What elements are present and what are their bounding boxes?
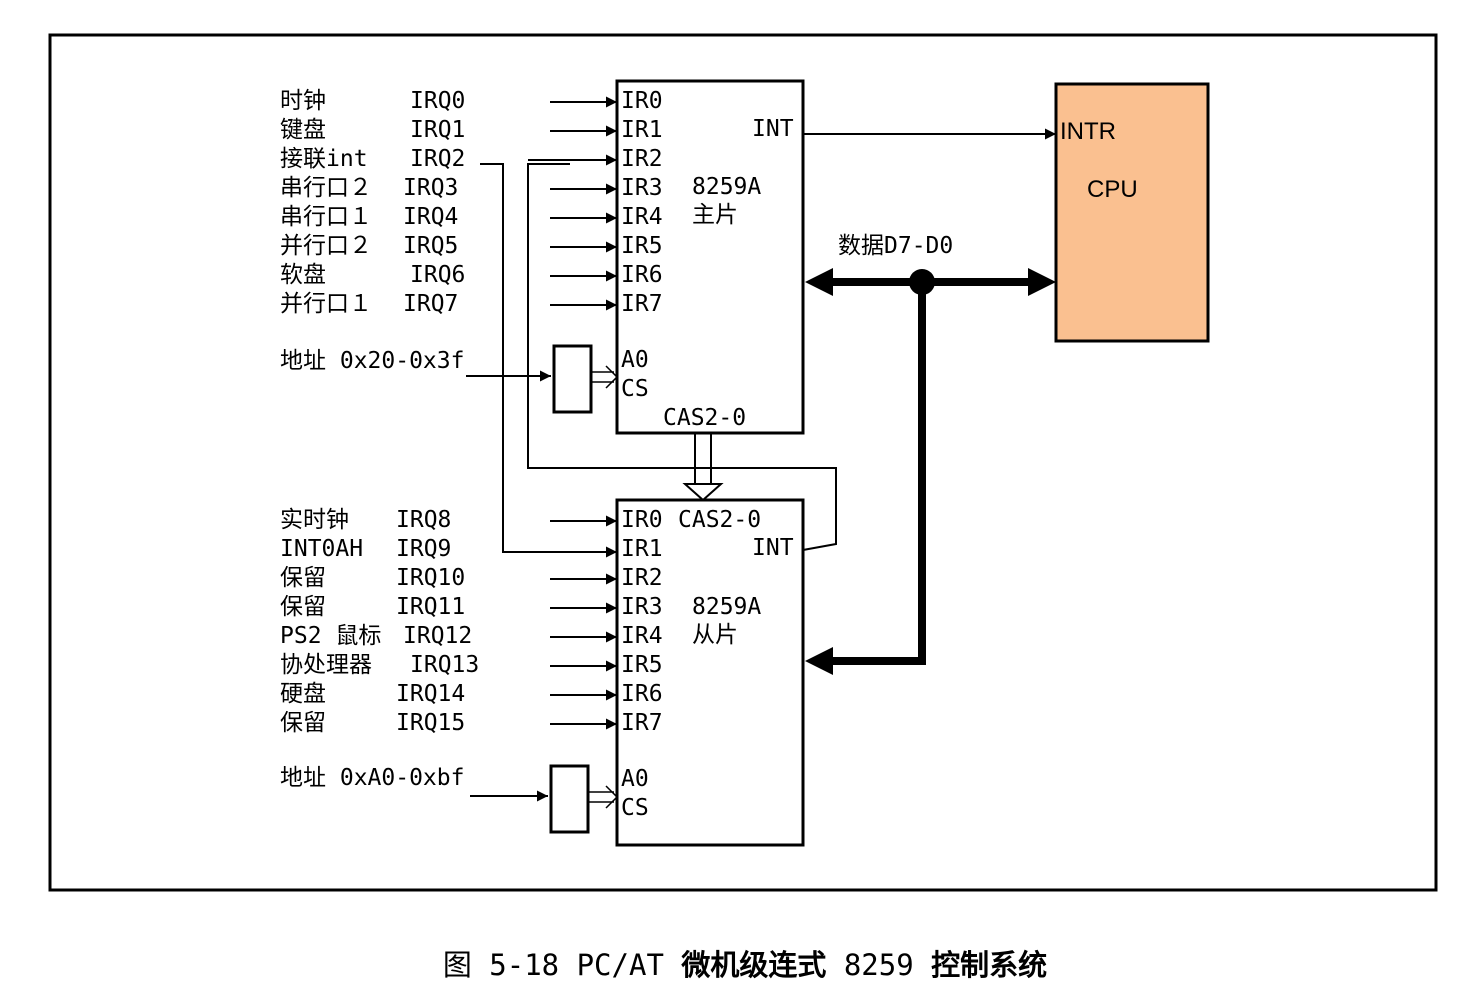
slave-irq-line-0: IRQ8 [396, 507, 451, 533]
cpu-label: CPU [1087, 176, 1138, 203]
master-address-label: 地址 0x20-0x3f [280, 348, 464, 374]
figure-caption: 图 5-18 PC/AT 微机级连式 8259 控制系统 [443, 948, 1047, 982]
master-address-decoder [552, 344, 593, 414]
master-decoder-cs-arrow [591, 365, 619, 389]
master-pin-ir3: IR3 [621, 175, 663, 201]
master-cas-pin: CAS2-0 [663, 405, 746, 431]
master-irq-line-6: IRQ6 [410, 262, 465, 288]
cpu-intr-pin: INTR [1060, 118, 1116, 145]
master-irq-device-6: 软盘 [280, 262, 326, 288]
master-irq-device-4: 串行口１ [280, 204, 372, 230]
slave-irq-device-2: 保留 [280, 565, 326, 591]
slave-irq-line-7: IRQ15 [396, 710, 465, 736]
slave-pin-ir5: IR5 [621, 652, 663, 678]
irq2-to-slave-ir1-line [480, 163, 617, 558]
slave-a0-pin: A0 [621, 766, 649, 792]
slave-irq-line-2: IRQ10 [396, 565, 465, 591]
master-irq-device-2: 接联int [280, 146, 368, 172]
caption-prefix: 图 5-18 PC/AT [443, 948, 682, 982]
caption-num: 8259 [826, 948, 931, 982]
slave-int-pin: INT [752, 535, 794, 561]
slave-pin-ir1: IR1 [621, 536, 663, 562]
slave-irq-device-4: PS2 鼠标 [280, 623, 381, 649]
slave-pin-ir6: IR6 [621, 681, 663, 707]
slave-address-decoder [549, 764, 590, 834]
slave-int-to-master-ir2-line [527, 163, 837, 551]
master-irq-line-1: IRQ1 [410, 117, 465, 143]
master-chip-role: 主片 [692, 202, 738, 228]
master-pin-ir2: IR2 [621, 146, 663, 172]
slave-irq-line-6: IRQ14 [396, 681, 465, 707]
slave-pin-ir4: IR4 [621, 623, 663, 649]
master-pin-ir4: IR4 [621, 204, 663, 230]
slave-cs-pin: CS [621, 795, 649, 821]
slave-irq-device-1: INT0AH [280, 536, 363, 562]
master-pin-ir1: IR1 [621, 117, 663, 143]
slave-irq-device-7: 保留 [280, 710, 326, 736]
master-irq-line-3: IRQ3 [403, 175, 458, 201]
master-pin-ir6: IR6 [621, 262, 663, 288]
data-bus-label: 数据D7-D0 [838, 233, 953, 259]
slave-pin-ir7: IR7 [621, 710, 663, 736]
slave-address-label: 地址 0xA0-0xbf [280, 765, 464, 791]
slave-8259a-chip [615, 498, 805, 847]
cas-cascade-arrow [682, 433, 724, 502]
master-cs-pin: CS [621, 376, 649, 402]
master-irq-arrows [528, 96, 617, 311]
master-pin-ir5: IR5 [621, 233, 663, 259]
slave-pin-ir0: IR0 [621, 507, 663, 533]
master-irq-line-5: IRQ5 [403, 233, 458, 259]
slave-irq-line-1: IRQ9 [396, 536, 451, 562]
outer-frame [48, 33, 1438, 892]
slave-chip-name: 8259A [692, 594, 761, 620]
master-pin-ir0: IR0 [621, 88, 663, 114]
slave-pin-ir2: IR2 [621, 565, 663, 591]
master-irq-line-0: IRQ0 [410, 88, 465, 114]
master-irq-device-1: 键盘 [280, 117, 326, 143]
slave-chip-role: 从片 [692, 622, 738, 648]
master-irq-labels: 时钟 IRQ0 键盘 IRQ1 接联int IRQ2 串行口２ IRQ3 串行口１ IRQ4 并行口… [280, 88, 465, 317]
slave-irq-arrows [550, 515, 617, 730]
master-a0-pin: A0 [621, 347, 649, 373]
master-irq-line-7: IRQ7 [403, 291, 458, 317]
slave-decoder-cs-arrow [588, 785, 619, 809]
caption-bold1: 微机级连式 [680, 948, 826, 982]
slave-irq-line-4: IRQ12 [403, 623, 472, 649]
master-irq-device-3: 串行口２ [280, 175, 372, 201]
master-irq-device-5: 并行口２ [280, 233, 372, 259]
slave-irq-line-3: IRQ11 [396, 594, 465, 620]
caption-bold2: 控制系统 [931, 948, 1047, 982]
slave-cas-pin: CAS2-0 [678, 507, 761, 533]
slave-irq-device-6: 硬盘 [280, 681, 326, 707]
master-chip-name: 8259A [692, 174, 761, 200]
master-pin-ir7: IR7 [621, 291, 663, 317]
master-irq-device-7: 并行口１ [280, 291, 372, 317]
slave-irq-device-5: 协处理器 [280, 652, 372, 678]
master-irq-line-2: IRQ2 [410, 146, 465, 172]
slave-irq-device-0: 实时钟 [280, 507, 349, 533]
slave-pin-ir3: IR3 [621, 594, 663, 620]
master-irq-device-0: 时钟 [280, 88, 326, 114]
data-bus [805, 268, 1056, 675]
master-int-pin: INT [752, 116, 794, 142]
master-irq-line-4: IRQ4 [403, 204, 458, 230]
slave-irq-line-5: IRQ13 [410, 652, 479, 678]
slave-irq-device-3: 保留 [280, 594, 326, 620]
cpu-box [1054, 82, 1210, 343]
